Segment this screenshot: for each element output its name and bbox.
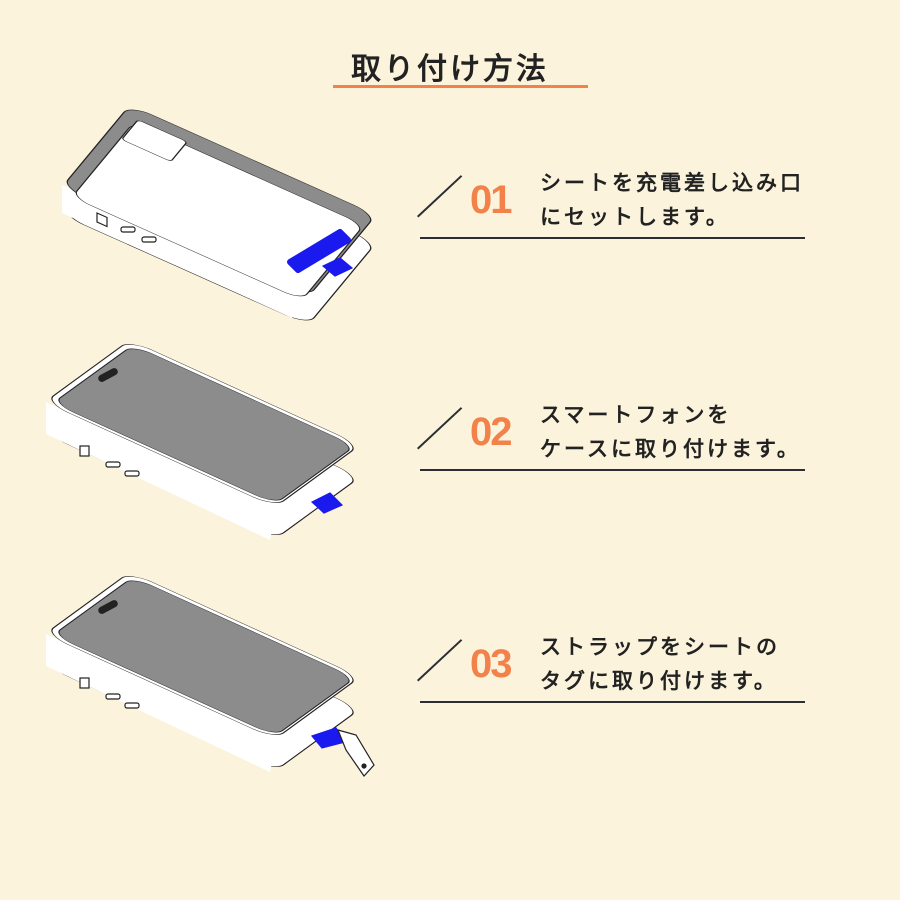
step-text-line: タグに取り付けます。 (540, 669, 778, 693)
sheet-tab (321, 257, 354, 277)
page-title: 取り付け方法 (351, 52, 549, 87)
step-3: 03 ストラップをシートの タグに取り付けます。 (415, 630, 805, 710)
step-text-line: ケースに取り付けます。 (540, 437, 801, 461)
step-1: 01 シートを充電差し込み口 にセットします。 (415, 166, 805, 246)
step-text-line: スマートフォンを (540, 403, 732, 427)
sheet (287, 229, 351, 273)
step-underline (420, 701, 805, 703)
phone-with-strap-illustration (46, 576, 375, 777)
step-text-line: ストラップをシートの (540, 635, 780, 659)
step-text: シートを充電差し込み口 にセットします。 (540, 166, 804, 234)
step-text: ストラップをシートの タグに取り付けます。 (540, 630, 780, 698)
decorative-slash (417, 639, 463, 682)
step-underline (420, 237, 805, 239)
step-number: 03 (470, 642, 512, 686)
step-number: 01 (470, 178, 512, 222)
strap-tag (336, 729, 375, 777)
title-underline (333, 85, 588, 88)
step-2: 02 スマートフォンを ケースに取り付けます。 (415, 398, 805, 478)
case-with-sheet-illustration (62, 109, 372, 321)
step-text-line: にセットします。 (540, 205, 730, 229)
decorative-slash (417, 407, 463, 450)
step-underline (420, 469, 805, 471)
step-text: スマートフォンを ケースに取り付けます。 (540, 398, 801, 466)
step-text-line: シートを充電差し込み口 (540, 171, 804, 195)
phone-in-case-illustration (46, 344, 354, 540)
decorative-slash (417, 175, 463, 218)
step-number: 02 (470, 410, 512, 454)
